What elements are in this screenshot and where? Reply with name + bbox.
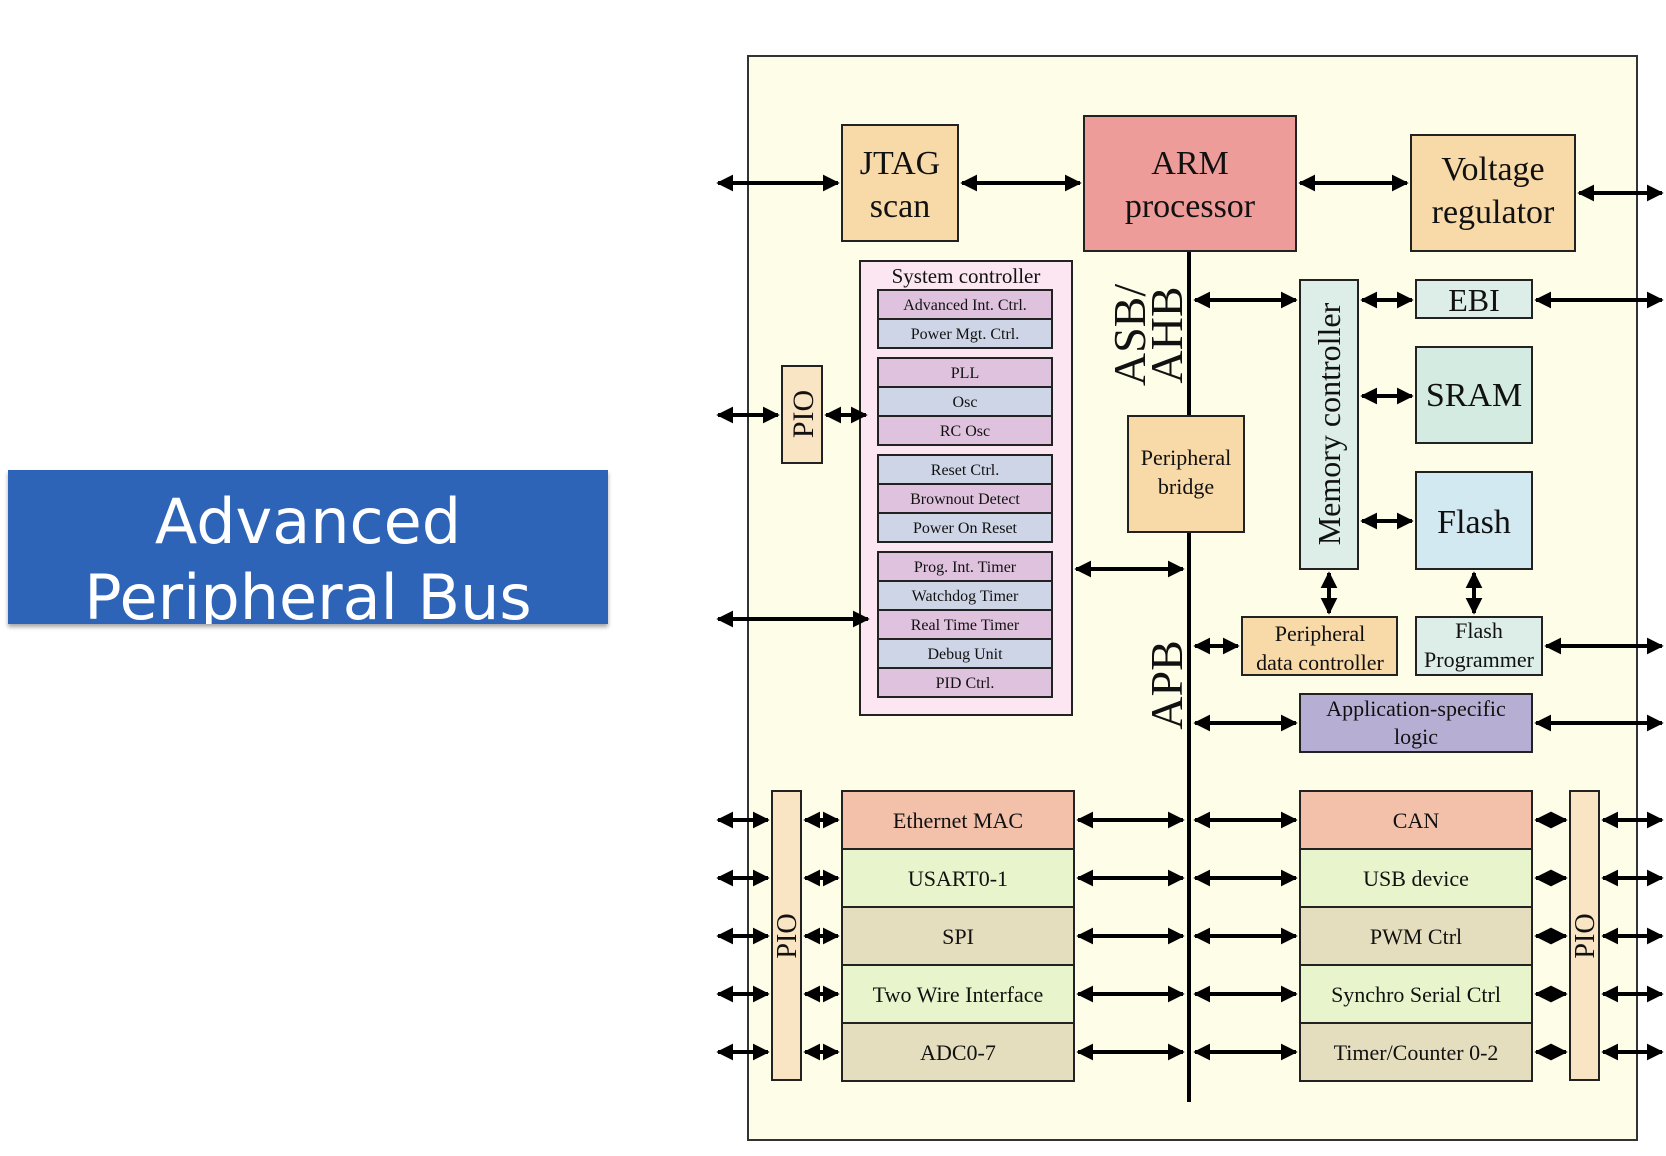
system-controller-item: Power On Reset: [913, 520, 1018, 537]
right-peripheral: Synchro Serial Ctrl: [1331, 982, 1501, 1007]
pio-label-upper: PIO: [787, 390, 820, 438]
connection-arrows: [716, 174, 1664, 1061]
pdc-label-2: data controller: [1256, 650, 1384, 675]
left-peripheral: USART0-1: [908, 866, 1008, 891]
system-controller-title: System controller: [892, 264, 1041, 288]
system-controller-item: Brownout Detect: [910, 491, 1020, 508]
left-peripheral: ADC0-7: [920, 1040, 996, 1065]
slide-title-line2: Peripheral Bus: [84, 561, 532, 624]
arm-label-2: processor: [1125, 188, 1256, 225]
sram-label: SRAM: [1426, 377, 1522, 414]
right-peripheral-box: [1299, 1022, 1533, 1082]
system-controller-item: Osc: [953, 394, 978, 411]
application-specific-logic-block: Application-specific logic: [1299, 693, 1533, 753]
system-controller-item: Advanced Int. Ctrl.: [903, 297, 1027, 314]
peripheral-data-controller-block: Peripheral data controller: [1241, 616, 1398, 676]
voltage-label-2: regulator: [1432, 194, 1555, 231]
memory-controller-block: Memory controller: [1299, 279, 1359, 570]
voltage-label-1: Voltage: [1441, 151, 1544, 188]
right-peripheral-box: [1299, 964, 1533, 1024]
jtag-label-1: JTAG: [860, 145, 940, 182]
system-controller-item-box: [877, 415, 1053, 446]
right-peripheral: Timer/Counter 0-2: [1334, 1040, 1499, 1065]
system-controller-item-box: [877, 357, 1053, 388]
system-controller-block: System controller Advanced Int. Ctrl. Pow…: [859, 260, 1073, 716]
system-controller-item: Reset Ctrl.: [931, 462, 999, 479]
flash-label: Flash: [1437, 504, 1511, 541]
slide-title-line1: Advanced: [154, 485, 462, 558]
arm-processor-block: ARM processor: [1083, 115, 1297, 252]
slide-title-box: Advanced Peripheral Bus: [8, 470, 608, 624]
system-controller-item: Debug Unit: [927, 646, 1003, 663]
left-peripheral-box: [841, 1022, 1075, 1082]
app-logic-label-1: Application-specific: [1326, 696, 1506, 721]
jtag-label-2: scan: [870, 188, 930, 225]
right-peripheral: USB device: [1363, 866, 1469, 891]
system-controller-item-box: [877, 667, 1053, 698]
flash-programmer-label-1: Flash: [1455, 618, 1503, 643]
system-controller-item: Real Time Timer: [911, 617, 1020, 634]
app-logic-label-2: logic: [1394, 724, 1438, 749]
pio-block-upper: PIO: [781, 365, 823, 464]
memory-controller-label: Memory controller: [1311, 302, 1347, 545]
flash-block: Flash: [1415, 471, 1533, 570]
system-controller-item-box: [877, 609, 1053, 640]
system-controller-item: Power Mgt. Ctrl.: [911, 326, 1019, 343]
right-peripheral: PWM Ctrl: [1370, 924, 1462, 949]
arm-label-1: ARM: [1151, 145, 1228, 182]
peripheral-bridge-block: Peripheral bridge: [1127, 415, 1245, 533]
pio-label-lower-right: PIO: [1570, 913, 1601, 958]
system-controller-item-box: [877, 454, 1053, 485]
left-peripheral-box: [841, 848, 1075, 908]
system-controller-item: RC Osc: [940, 423, 990, 440]
voltage-regulator-block: Voltage regulator: [1410, 134, 1576, 252]
peripheral-bridge-label-2: bridge: [1158, 474, 1214, 499]
jtag-scan-block: JTAG scan: [841, 124, 959, 242]
pio-block-lower-left: PIO: [771, 790, 803, 1081]
right-peripheral-box: [1299, 906, 1533, 966]
pdc-label-1: Peripheral: [1275, 621, 1365, 646]
system-controller-item-box: [877, 551, 1053, 582]
system-controller-item: PLL: [951, 365, 979, 382]
right-peripheral: CAN: [1393, 808, 1440, 833]
system-controller-item-box: [877, 289, 1053, 320]
system-controller-item: PID Ctrl.: [936, 675, 995, 692]
system-controller-item-box: [877, 580, 1053, 611]
system-controller-item: Prog. Int. Timer: [914, 559, 1017, 576]
bus-label-apb: APB: [1141, 640, 1192, 729]
flash-programmer-label-2: Programmer: [1424, 647, 1535, 672]
flash-programmer-block: Flash Programmer: [1415, 616, 1543, 676]
left-peripheral: SPI: [942, 924, 974, 949]
peripheral-bridge-label-1: Peripheral: [1141, 445, 1231, 470]
pio-label-lower-left: PIO: [772, 913, 803, 958]
left-peripheral: Two Wire Interface: [873, 982, 1044, 1007]
sram-block: SRAM: [1415, 346, 1533, 444]
system-controller-item: Watchdog Timer: [912, 588, 1019, 605]
right-peripheral-box: [1299, 790, 1533, 850]
ebi-block: EBI: [1415, 279, 1533, 319]
system-controller-item-box: [877, 512, 1053, 543]
bus-label-ahb: AHB: [1141, 286, 1192, 383]
system-controller-item-box: [877, 318, 1053, 349]
ebi-label: EBI: [1448, 282, 1500, 318]
pio-block-lower-right: PIO: [1569, 790, 1601, 1081]
bus-label-asb: ASB/: [1104, 284, 1155, 386]
left-peripheral: Ethernet MAC: [893, 808, 1023, 833]
